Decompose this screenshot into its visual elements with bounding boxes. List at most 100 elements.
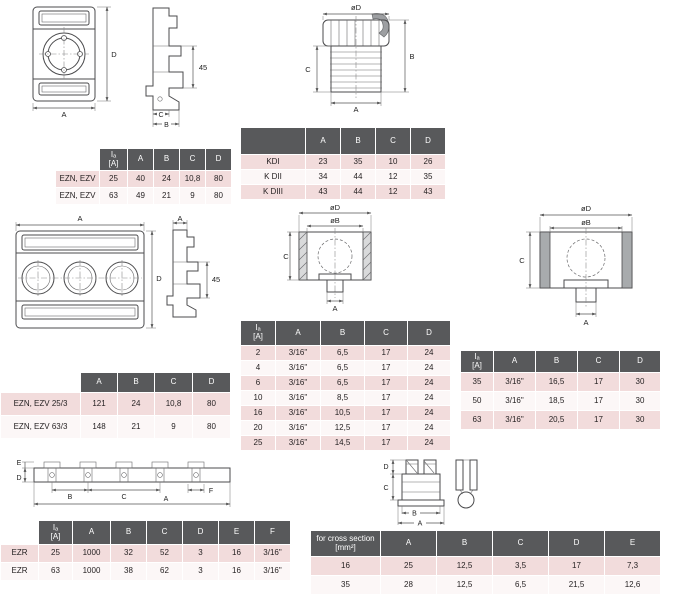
cell: 17 [577, 372, 620, 392]
table-header-row: Iₐ [A] A B C D [55, 148, 232, 171]
cell: 20,5 [535, 410, 578, 430]
col-header-a: A [380, 530, 437, 557]
ezn3-side-outline [166, 229, 201, 318]
drawing-ez-right: øD øB C A [519, 204, 633, 327]
dim-label-od: øD [581, 204, 592, 213]
ezn-front-dimensions: A D [32, 6, 117, 119]
cell: 12,6 [604, 575, 661, 595]
cell: 18,5 [535, 391, 578, 411]
cell: 52 [146, 544, 183, 563]
table-row: K DIII 43 44 12 43 [240, 184, 446, 200]
col-header-c: C [146, 520, 183, 545]
cell: 3 [182, 544, 219, 563]
cell: 80 [192, 415, 231, 439]
table-row: EZN, EZV 25/3 121 24 10,8 80 [0, 392, 231, 416]
col-header-ia: Iₐ [A] [240, 320, 276, 346]
cell: 12,5 [436, 575, 493, 595]
cell: 9 [154, 415, 193, 439]
col-header-a: A [275, 320, 321, 346]
drawing-kd-gland: øD B C A [305, 3, 414, 114]
cell: 25 [380, 556, 437, 576]
cell: 10,5 [320, 405, 365, 421]
cell: 12,5 [320, 420, 365, 436]
cell: 30 [619, 391, 661, 411]
col-header-a: A [493, 350, 536, 373]
table-ez-large: Iₐ [A] A B C D 35 3/16" 16,5 17 30 50 3/… [460, 350, 661, 430]
cell: 3/16" [254, 562, 291, 581]
cell: 1000 [72, 544, 111, 563]
cell: 10,8 [179, 170, 206, 188]
ez-right-outline [539, 228, 633, 308]
cell: 16 [218, 562, 255, 581]
dim-label-c: C [158, 112, 163, 119]
col-header-f: F [254, 520, 291, 545]
table-row: EZN, EZV 25 40 24 10,8 80 [55, 170, 232, 188]
cell: 35 [340, 154, 376, 170]
cell: 49 [127, 187, 154, 205]
cell: 17 [577, 391, 620, 411]
dim-label-c: C [283, 252, 289, 261]
table-row: 2 3/16" 6,5 17 24 [240, 345, 451, 361]
cell: 17 [364, 435, 408, 451]
cell: 34 [305, 169, 341, 185]
dim-label-c: C [121, 494, 126, 501]
cell: 3/16" [254, 544, 291, 563]
cell: 21 [153, 187, 180, 205]
row-label: 35 [310, 575, 381, 595]
ez-mid-outline [298, 228, 372, 298]
dim-label-od: øD [330, 203, 341, 212]
ezn3-front-dimensions: A D [15, 214, 162, 329]
table-header-row: Iₐ [A] A B C D [240, 320, 451, 346]
table-row: 16 3/16" 10,5 17 24 [240, 405, 451, 421]
table-header-row: Iₐ [A] A B C D [460, 350, 661, 373]
drawing-ezn-side: 45 C B [145, 7, 207, 129]
cell: 16,5 [535, 372, 578, 392]
ez-right-dimensions: øD øB C A [519, 204, 633, 327]
cell: 23 [305, 154, 341, 170]
col-header-c: C [179, 148, 206, 171]
dim-label-c: C [383, 485, 388, 492]
col-header-b: B [117, 372, 155, 393]
gland-dimensions: øD B C A [305, 3, 414, 114]
cell: 6,5 [492, 575, 549, 595]
col-header-a: A [72, 520, 111, 545]
col-header-cross-section: for cross section [mm²] [310, 530, 381, 557]
cell: 17 [364, 375, 408, 391]
cell: 30 [619, 410, 661, 430]
clamp-dimensions: D C B A [383, 459, 444, 528]
cell: 121 [80, 392, 118, 416]
cell: 6,5 [320, 360, 365, 376]
cell: 17 [364, 405, 408, 421]
row-label: K DII [240, 169, 306, 185]
col-header-c: C [364, 320, 408, 346]
header-spacer [240, 127, 306, 155]
table-row: 16 25 12,5 3,5 17 7,3 [310, 556, 661, 576]
cell: 24 [117, 392, 155, 416]
clamp-side-part [455, 459, 478, 509]
table-header-row: A B C D [240, 127, 446, 155]
cell: 63 [99, 187, 128, 205]
col-header-d: D [619, 350, 661, 373]
ezn-side-dimensions: 45 C B [153, 45, 207, 129]
dim-label-a: A [177, 214, 182, 223]
cell: 24 [407, 435, 451, 451]
col-header-c: C [577, 350, 620, 373]
cell: 3/16" [275, 345, 321, 361]
row-label: EZR [0, 562, 39, 581]
cell: 35 [460, 372, 494, 392]
cell: 20 [240, 420, 276, 436]
table-ezn-ezv-3: A B C D EZN, EZV 25/3 121 24 10,8 80 EZN… [0, 372, 231, 439]
cell: 63 [460, 410, 494, 430]
table-ezr: Iₐ [A] A B C D E F EZR 25 1000 32 52 3 1… [0, 520, 291, 581]
cell: 50 [460, 391, 494, 411]
table-row: 25 3/16" 14,5 17 24 [240, 435, 451, 451]
cell: 24 [153, 170, 180, 188]
table-kd: A B C D KDI 23 35 10 26 K DII 34 44 12 3… [240, 127, 446, 200]
header-spacer [0, 372, 81, 393]
cell: 10 [375, 154, 411, 170]
header-spacer [0, 520, 39, 545]
table-row: EZR 63 1000 38 62 3 16 3/16" [0, 562, 291, 581]
col-header-b: B [110, 520, 147, 545]
cell: 3/16" [493, 410, 536, 430]
dim-label-45: 45 [199, 63, 207, 72]
